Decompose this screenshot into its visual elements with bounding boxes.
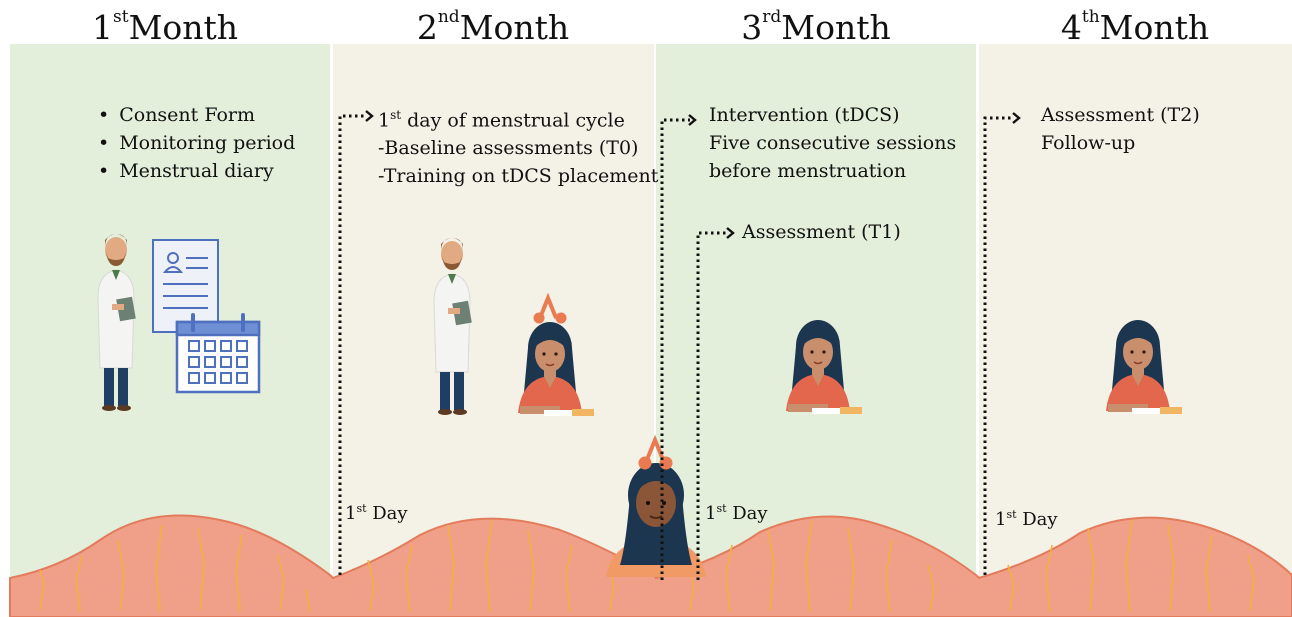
first-day-label-month-2: 1st Day (345, 502, 408, 524)
month-3-line-3: before menstruation (709, 157, 956, 185)
woman-writing-illustration (786, 320, 862, 414)
month-2-line-2: -Baseline assessments (T0) (378, 134, 658, 162)
activity-consent-form: Consent Form (98, 101, 295, 129)
month-2-line-3: -Training on tDCS placement (378, 162, 658, 190)
month-4-line-2: Follow-up (1041, 129, 1200, 157)
month-2-activities: 1st day of menstrual cycle -Baseline ass… (378, 101, 658, 190)
form-icon (153, 240, 218, 332)
first-day-label-month-4: 1st Day (995, 508, 1058, 530)
month-4-line-1: Assessment (T2) (1041, 101, 1200, 129)
calendar-icon (177, 315, 259, 392)
woman-tdcs-illustration (518, 298, 594, 416)
month-3-line-1: Intervention (tDCS) (709, 101, 956, 129)
activity-menstrual-diary: Menstrual diary (98, 157, 295, 185)
month-3-assessment: Assessment (T1) (742, 218, 901, 246)
month-3-activities: Intervention (tDCS) Five consecutive ses… (709, 101, 956, 185)
month-4-activities: Assessment (T2) Follow-up (1041, 101, 1200, 157)
first-day-label-month-3: 1st Day (705, 502, 768, 524)
month-2-line-1: 1st day of menstrual cycle (378, 101, 658, 134)
central-woman-tdcs-illustration (606, 440, 706, 577)
month-1-activities: Consent Form Monitoring period Menstrual… (78, 101, 295, 185)
activity-monitoring-period: Monitoring period (98, 129, 295, 157)
month-3-line-2: Five consecutive sessions (709, 129, 956, 157)
woman-writing-illustration-2 (1106, 320, 1182, 414)
doctor-illustration-2 (434, 238, 472, 415)
doctor-illustration (98, 234, 136, 411)
